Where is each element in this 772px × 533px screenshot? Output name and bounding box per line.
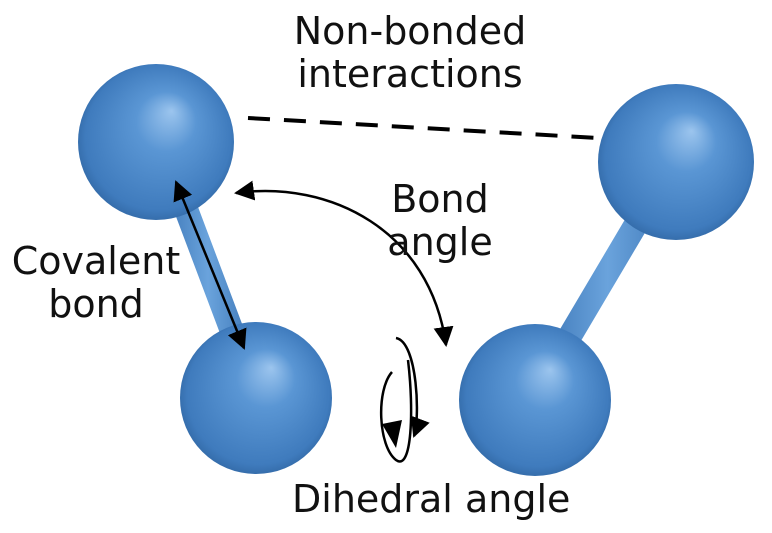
atom-bottom-left <box>180 322 332 474</box>
atom-bottom-right <box>459 324 611 476</box>
atom-top-right <box>598 84 754 240</box>
covalent-label-line2: bond <box>48 281 144 326</box>
dihedral-label-text: Dihedral angle <box>292 477 571 521</box>
nonbonded-label-line2: interactions <box>297 51 523 96</box>
dihedral-angle-label: Dihedral angle <box>292 478 570 521</box>
covalent-bond-arrow <box>173 180 247 350</box>
nonbonded-dashed-line <box>247 116 599 140</box>
dihedral-rotation-arrowhead <box>382 420 402 448</box>
bond-angle-arrow <box>234 180 454 347</box>
nonbonded-interactions-label: Non-bonded interactions <box>200 10 620 95</box>
bond-angle-label: Bond angle <box>360 178 520 263</box>
bond-angle-label-line1: Bond <box>391 177 489 221</box>
covalent-label-line1: Covalent <box>11 239 181 283</box>
bond-angle-label-line2: angle <box>387 219 493 264</box>
nonbonded-label-line1: Non-bonded <box>293 9 527 53</box>
dihedral-rotation-back <box>379 359 413 463</box>
covalent-bond-label: Covalent bond <box>6 240 186 325</box>
dihedral-rotation-front <box>395 336 430 438</box>
